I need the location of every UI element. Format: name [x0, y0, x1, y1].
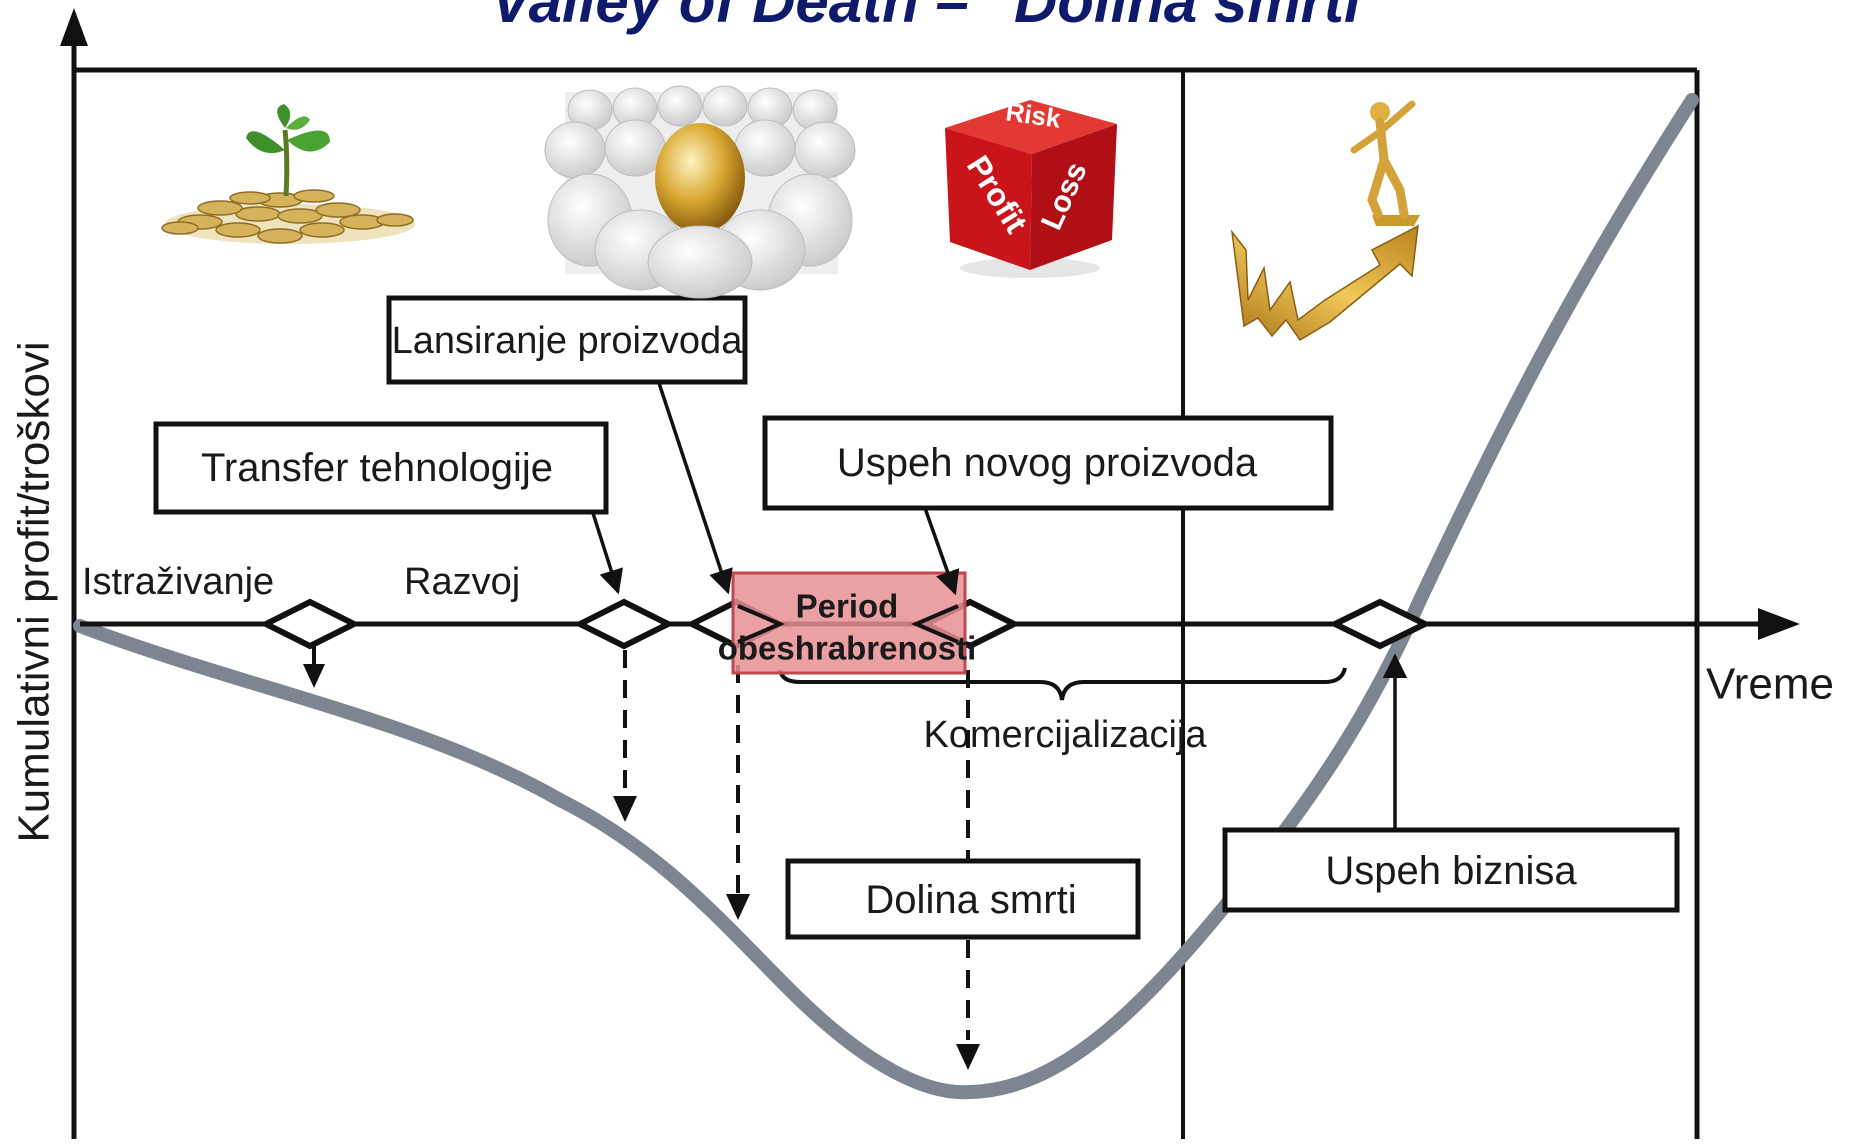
dashed-drop-development-arrow: [613, 796, 637, 822]
tech-transfer-pointer: [592, 510, 618, 592]
figure-on-rising-arrow-icon: [1232, 102, 1420, 340]
phase-development-label: Razvoj: [404, 561, 520, 603]
discouragement-line2: obeshrabrenosti: [718, 630, 977, 667]
business-success-text: Uspeh biznisa: [1325, 849, 1577, 893]
product-launch-pointer: [658, 380, 728, 592]
golden-egg-among-white-eggs-icon: [545, 86, 855, 298]
discouragement-line1: Period: [796, 588, 899, 625]
seedling-on-coins-icon: [162, 104, 415, 244]
milestone-research: [266, 602, 354, 646]
phase-research-label: Istraživanje: [82, 561, 274, 603]
research-arrow-head: [303, 664, 325, 688]
dashed-drop-launch-arrow: [726, 894, 750, 920]
milestone-tech-transfer: [580, 602, 668, 646]
diagram-title: Valley of Death – "Dolina smrti": [491, 0, 1391, 35]
y-axis-arrowhead: [60, 8, 88, 46]
valley-of-death-text: Dolina smrti: [865, 878, 1076, 922]
tech-transfer-text: Transfer tehnologije: [201, 446, 553, 490]
new-product-success-text: Uspeh novog proizvoda: [837, 441, 1258, 485]
x-axis-label: Vreme: [1706, 660, 1834, 709]
x-axis-arrowhead: [1758, 608, 1800, 640]
product-launch-text: Lansiranje proizvoda: [392, 320, 744, 362]
y-axis-label: Kumulativni profit/troškovi: [10, 341, 59, 842]
dashed-drop-valley-arrow: [956, 1044, 980, 1070]
risk-profit-loss-dice-icon: Risk Profit Loss: [945, 96, 1117, 278]
